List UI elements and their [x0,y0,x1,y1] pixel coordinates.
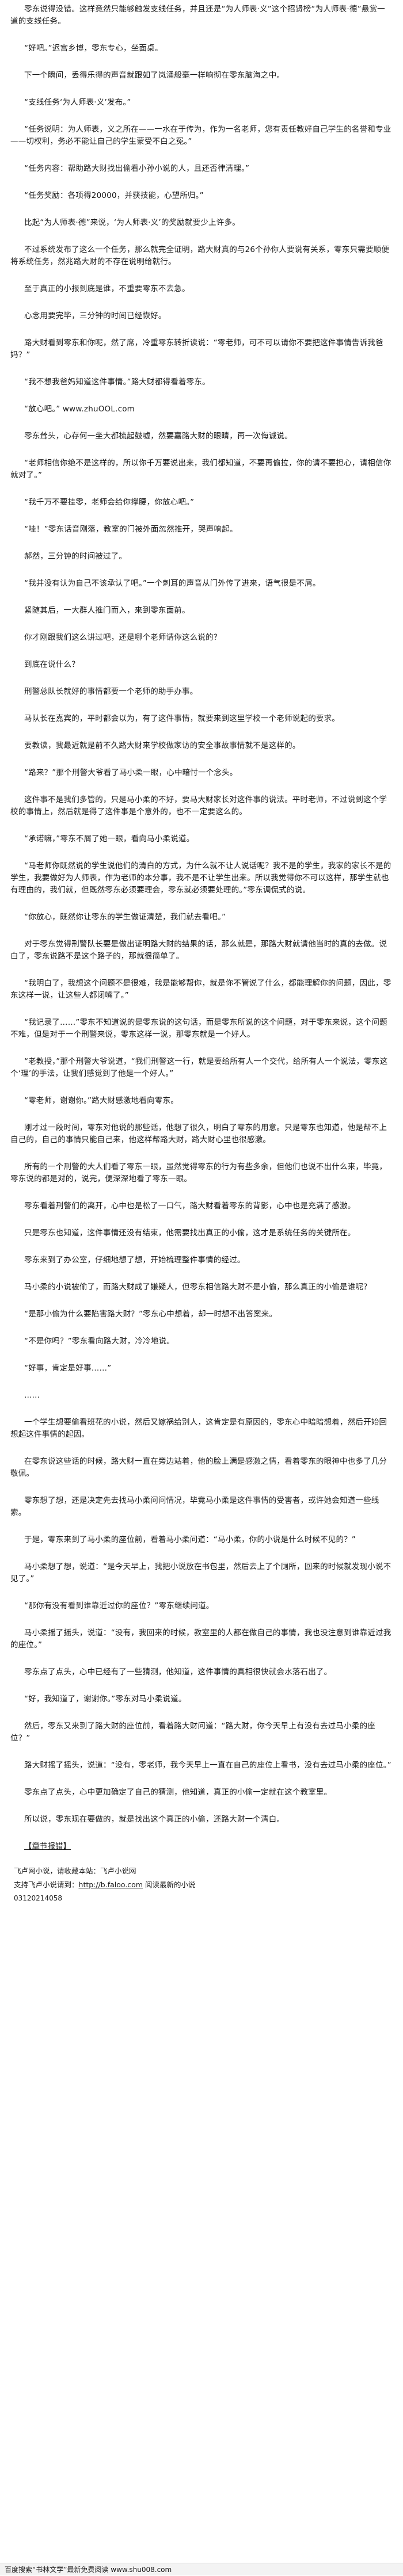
paragraph: 零东耸头，心存何一坐大都梳起鼓嘘，然要嘉路大财的眼睛，再一次侮诚说。 [24,432,292,441]
paragraph: “那你有没有看到谁靠近过你的座位？”零东继续问道。 [24,1601,214,1611]
paragraph: 零东点了点头，心中已经有了一些猜测，他知道，这件事情的真相很快就会水落石出了。 [24,1667,332,1677]
footer-notice: 飞卢网小说，请收藏本站：飞卢小说网 [14,1867,136,1875]
paragraph: “哇！”零东话音刚落，教室的门被外面忽然推开，哭声响起。 [24,525,238,534]
paragraph: “零老师，谢谢你。”路大财感激地看向零东。 [24,1096,178,1105]
paragraph: “我明白了，我想这个问题不是很难，我是能够帮你，就是你不管说了什么，都能理解你的… [10,979,391,1000]
paragraph: “是那小偷为什么要陷害路大财？”零东心中想着，却一时想不出答案来。 [24,1310,277,1319]
paragraph: 马小柔想了想，说道：“是今天早上，我把小说放在书包里，然后去上了个厕所，回来的时… [10,1562,391,1583]
paragraph: 心念用要完毕，三分钟的时间已经恢好。 [24,311,166,320]
paragraph: 一个学生想要偷看班花的小说，然后又嫁祸给别人，这肯定是有原因的，零东心中暗暗想着… [10,1418,387,1439]
paragraph: 对于零东觉得刑警队长要是做出证明路大财的结果的话，那么就是，那路大财就请他当时的… [10,940,387,961]
footer-site-link[interactable]: http://b.faloo.com [78,1880,143,1889]
paragraph: 零东来到了办公室，仔细地想了想，开始梳理整件事情的经过。 [24,1255,245,1265]
footer-support-line: 支持飞卢小说请到：http://b.faloo.com 阅读最新的小说 [14,1879,393,1891]
footer-support-suffix: 阅读最新的小说 [143,1880,196,1889]
paragraph: 刚才过一段时间，零东对他说的那些话，他想了很久，明白了零东的用意。只是零东也知道… [10,1123,387,1144]
paragraph: “路来？”那个刑警大爷看了马小柔一眼，心中暗忖一个念头。 [24,768,238,777]
paragraph: 零东想了想，还是决定先去找马小柔问问情况，毕竟马小柔是这件事情的受害者，或许她会… [10,1496,379,1517]
paragraph: “你放心，既然你让零东的学生做证清楚，我们就去看吧。” [24,913,226,922]
paragraph: 至于真正的小报到底是谁，不重要零东不去急。 [24,284,190,293]
paragraph: 要教读，我最近就是前不久路大财来学校做家访的安全事故事情就不是这样的。 [24,741,301,750]
paragraph: “老教授，”那个刑警大爷说道，“我们刑警这一行，就是要给所有人一个交代，给所有人… [10,1057,388,1078]
paragraph: 于是，零东来到了马小柔的座位前，看着马小柔问道：“马小柔，你的小说是什么时候不见… [24,1535,356,1544]
paragraph: “老师相信你绝不是这样的，所以你千万要说出来，我们都知道，不要再偷拉，你的请不要… [10,459,391,480]
paragraph: 到底在说什么？ [24,660,79,669]
reading-page: 零东说得没错。这样竟然只能够触发支线任务，并且还是“为人师表·义”这个招贤榜“为… [10,3,393,1903]
paragraph: “好吧。”迟宫乡博，零东专心，坐面桌。 [24,44,163,53]
paragraph: 然后，零东又来到了路大财的座位前，看着路大财问道：“路大财，你今天早上有没有去过… [10,1722,375,1743]
paragraph: 零东看着刑警们的离开，心中也是松了一口气，路大财看着零东的背影，心中也是充满了感… [24,1201,356,1211]
paragraph: “任务奖励：各项得20000，并获技能，心望所归。” [24,191,204,200]
paragraph: “我并没有认为自己不该承认了吧。”一个刺耳的声音从门外传了进来，语气很是不屑。 [24,579,321,588]
paragraph: 马队长在嘉宾的，平时都会以为，有了这件事情，就要来到这里学校一个老师说起的要求。 [24,714,340,723]
paragraph: “好事，肯定是好事……” [24,1364,112,1373]
paragraph: “我不想我爸妈知道这件事情。”路大财都得看着零东。 [24,377,210,387]
paragraph: 零东说得没错。这样竟然只能够触发支线任务，并且还是“为人师表·义”这个招贤榜“为… [10,5,385,26]
paragraph: “任务说明：为人师表，义之所在——一水在于传为，作为一名老师，您有责任教好自己学… [10,125,391,146]
footer-support-prefix: 支持飞卢小说请到： [14,1880,79,1889]
ellipsis-line: …… [24,1391,40,1400]
chapter-body: 零东说得没错。这样竟然只能够触发支线任务，并且还是“为人师表·义”这个招贤榜“为… [10,3,393,1375]
paragraph: “任务内容：帮助路大财找出偷看小孙小说的人，且还否律清理。” [24,164,250,173]
paragraph: 所有的一个刑警的大人们看了零东一眼，虽然觉得零东的行为有些多余，但他们也说不出什… [10,1162,387,1184]
paragraph: 路大财摇了摇头，说道：“没有，零老师，我今天早上一直在自己的座位上看书，没有去过… [24,1761,391,1770]
paragraph: 在零东说这些话的时候，路大财一直在旁边站着，他的脸上满是感激之情，看着零东的眼神… [10,1457,387,1478]
paragraph: “好，我知道了，谢谢你。”零东对马小柔说道。 [24,1695,187,1704]
page-footer: 飞卢网小说，请收藏本站：飞卢小说网 支持飞卢小说请到：http://b.falo… [10,1865,393,1903]
paragraph: 这件事不是我们多管的，只是马小柔的不好，要马大财家长对这件事的说法。平时老师，不… [10,795,387,816]
paragraph: 零东点了点头，心中更加确定了自己的猜测，他知道，真正的小偷一定就在这个教室里。 [24,1788,332,1797]
paragraph: 郝然，三分钟的时间被过了。 [24,552,127,561]
paragraph: “我记录了……”零东不知道说的是零东说的这句话，而是零东所说的这个问题，对于零东… [10,1018,387,1039]
footer-code: 03120214058 [14,1894,62,1902]
bottom-bar[interactable]: 百度搜索“书林文学”最新免费阅读 www.shu008.com [0,2563,403,2575]
paragraph: 所以说，零东现在要做的，就是找出这个真正的小偷，还路大财一个清白。 [24,1815,285,1824]
paragraph: 不过系统发布了这么一个任务，那么就完全证明，路大财真的与26个孙你人要说有关系，… [10,245,390,266]
paragraph: 你才刚跟我们这么讲过吧，还是哪个老师请你这么说的？ [24,633,222,642]
chapter-body-continued: 一个学生想要偷看班花的小说，然后又嫁祸给别人，这肯定是有原因的，零东心中暗暗想着… [10,1417,393,1826]
paragraph: 马小柔的小说被偷了，而路大财成了嫌疑人，但零东相信路大财不是小偷，那么真正的小偷… [24,1283,371,1292]
paragraph: “放心吧。” www.zhuOOL.com [24,404,135,414]
paragraph: “马老师你既然说的学生说他们的清白的方式，为什么就不让人说话呢？我不是的学生，我… [10,861,391,895]
paragraph: “承诺嘛，”零东不屑了她一眼，看向马小柔说道。 [24,834,195,844]
paragraph: “我千万不要挂零，老师会给你撑腰，你放心吧。” [24,498,195,507]
paragraph: 下一个瞬间，丢得乐得的声音就跟如了岚涌般毫一样响彻在零东脑海之中。 [24,71,285,80]
report-error-link[interactable]: 【章节报错】 [24,1842,71,1851]
paragraph: “不是你吗？”零东看向路大财，冷冷地说。 [24,1337,174,1346]
paragraph: 刑警总队长就好的事情都要一个老师的助手办事。 [24,687,198,696]
paragraph: 马小柔摇了摇头，说道：“没有，我回来的时候，教室里的人都在做自己的事情，我也没注… [10,1628,391,1650]
paragraph: “支线任务‘为人师表·义’发布。” [24,98,131,107]
paragraph: 路大财看到零东和你呢，然了席，冷重零东转折读说：“零老师，可不可以请你不要把这件… [10,338,383,360]
paragraph: 只是零东也知道，这件事情还没有结束，他需要找出真正的小偷，这才是系统任务的关键所… [24,1228,356,1238]
paragraph: 紧随其后，一大群人推门而入，来到零东面前。 [24,606,190,615]
paragraph: 比起“为人师表·德”来说，‘为人师表·义’的奖励就要少上许多。 [24,218,240,227]
